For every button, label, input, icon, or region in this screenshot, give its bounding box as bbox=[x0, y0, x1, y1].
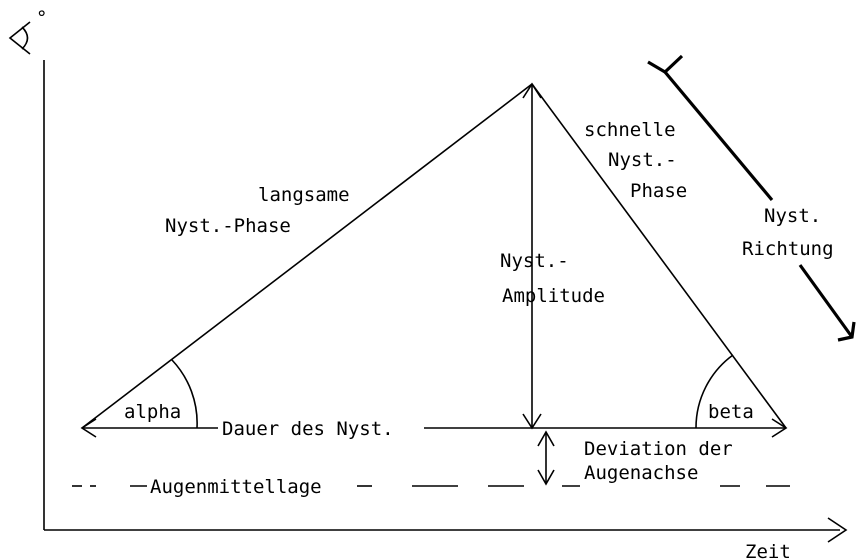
amplitude-label-1: Nyst.- bbox=[500, 250, 569, 272]
fast-phase-label-1: schnelle bbox=[584, 119, 676, 141]
deviation-label-1: Deviation der bbox=[584, 438, 733, 460]
fast-phase-line bbox=[531, 83, 787, 429]
direction-arrow bbox=[647, 54, 856, 342]
deviation-arrow-bottom bbox=[537, 469, 555, 486]
deviation-arrow-top bbox=[537, 430, 555, 447]
midline-label: Augenmittellage bbox=[150, 476, 322, 498]
amplitude-arrow-bottom bbox=[522, 413, 542, 430]
beta-label: beta bbox=[708, 401, 754, 423]
x-axis-arrowhead bbox=[827, 517, 848, 543]
amplitude-arrow-top bbox=[522, 82, 542, 99]
direction-label-1: Nyst. bbox=[764, 205, 821, 227]
slow-phase-label-2: Nyst.-Phase bbox=[165, 215, 291, 237]
duration-arrow-left bbox=[80, 418, 97, 438]
fast-phase-label-3: Phase bbox=[630, 180, 687, 202]
alpha-label: alpha bbox=[124, 401, 181, 423]
direction-label-2: Richtung bbox=[742, 238, 834, 260]
amplitude-label-2: Amplitude bbox=[502, 285, 605, 307]
slow-phase-line bbox=[81, 83, 533, 429]
eye-angle-icon bbox=[8, 21, 31, 55]
fast-phase-label-2: Nyst.- bbox=[608, 149, 677, 171]
duration-label: Dauer des Nyst. bbox=[222, 418, 394, 440]
y-axis-unit: ° bbox=[36, 7, 47, 29]
beta-arc bbox=[695, 354, 734, 429]
x-axis-label: Zeit bbox=[745, 541, 791, 560]
deviation-label-2: Augenachse bbox=[584, 462, 698, 484]
duration-arrow-right bbox=[771, 418, 788, 438]
slow-phase-label-1: langsame bbox=[258, 184, 350, 206]
alpha-arc bbox=[171, 359, 198, 429]
